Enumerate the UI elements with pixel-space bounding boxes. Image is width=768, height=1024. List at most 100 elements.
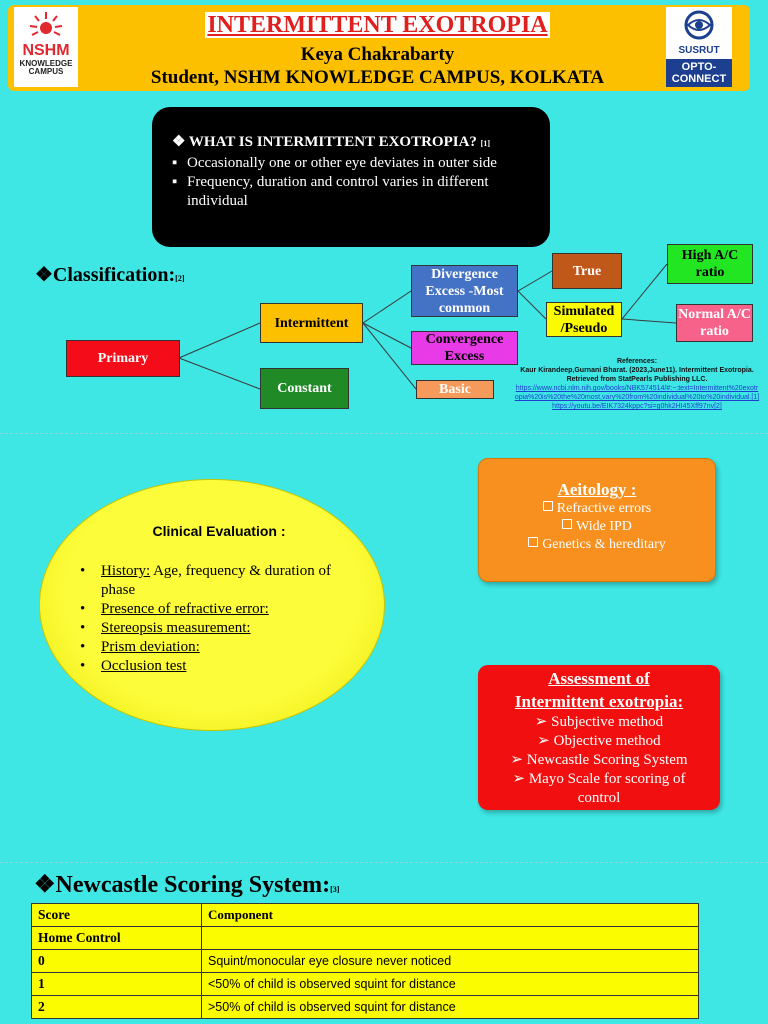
susrut-logo: SUSRUT OPTO- CONNECT xyxy=(666,7,732,87)
node-primary: Primary xyxy=(66,340,180,377)
clinical-item-label: Occlusion test xyxy=(101,658,187,674)
connector-intermittent-divergence xyxy=(362,290,412,324)
sun-icon xyxy=(29,12,63,36)
assessment-item-label: Subjective method xyxy=(551,714,664,730)
node-high-ac-label: High A/C ratio xyxy=(681,248,739,280)
what-is-heading: ❖ WHAT IS INTERMITTENT EXOTROPIA? [1] xyxy=(172,133,536,153)
arrow-icon: ➢ xyxy=(512,771,529,787)
aetiology-item-label: Wide IPD xyxy=(576,519,632,534)
clinical-item-label: Presence of refractive error: xyxy=(101,601,269,617)
assessment-item: ➢ Mayo Scale for scoring of control xyxy=(478,770,720,808)
table-row: 2 >50% of child is observed squint for d… xyxy=(31,995,699,1019)
node-high-ac-ratio: High A/C ratio xyxy=(667,244,753,284)
opto-line: OPTO- xyxy=(681,61,717,73)
node-simulated: Simulated /Pseudo xyxy=(546,302,622,337)
clinical-item: Stereopsis measurement: xyxy=(80,619,355,638)
checkbox-icon xyxy=(562,519,573,529)
clinical-item: Prism deviation: xyxy=(80,638,355,657)
clinical-item: History: Age, frequency & duration of ph… xyxy=(80,562,355,600)
table-header-cell: Score xyxy=(31,903,202,927)
node-divergence-label: Divergence Excess -Most common xyxy=(425,266,504,316)
connector-simulated-normal xyxy=(621,318,677,324)
reference-link-1[interactable]: https://www.ncbi.nlm.nih.gov/books/NBK57… xyxy=(514,385,760,401)
opto-connect-band: OPTO- CONNECT xyxy=(666,59,732,87)
clinical-evaluation-title: Clinical Evaluation : xyxy=(152,523,286,539)
table-header-cell: Component xyxy=(201,903,699,927)
node-true: True xyxy=(552,253,622,289)
references-citation: Kaur Kirandeep,Gurnani Bharat. (2023,Jun… xyxy=(520,367,754,383)
aetiology-title: Aeitology : xyxy=(557,480,637,499)
clinical-item-label: Stereopsis measurement: xyxy=(101,620,251,636)
arrow-icon: ➢ xyxy=(534,714,552,730)
page-title-text: INTERMITTENT EXOTROPIA xyxy=(205,12,550,38)
newcastle-title: ❖Newcastle Scoring System:[3] xyxy=(34,870,339,899)
what-is-heading-text: ❖ WHAT IS INTERMITTENT EXOTROPIA? xyxy=(172,134,477,150)
susrut-brand: SUSRUT xyxy=(678,45,720,56)
what-is-list: Occasionally one or other eye deviates i… xyxy=(172,154,536,211)
table-cell-score: Home Control xyxy=(31,926,202,950)
what-is-box: ❖ WHAT IS INTERMITTENT EXOTROPIA? [1] Oc… xyxy=(152,107,550,247)
classification-title: ❖Classification:[2] xyxy=(35,262,184,287)
what-is-ref: [1] xyxy=(480,139,490,148)
newcastle-ref: [3] xyxy=(330,885,340,894)
assessment-list: ➢ Subjective method ➢ Objective method ➢… xyxy=(478,713,720,808)
newcastle-title-text: ❖Newcastle Scoring System: xyxy=(34,872,331,898)
arrow-icon: ➢ xyxy=(537,733,554,749)
nshm-brand: NSHM xyxy=(22,42,70,59)
aetiology-item: Genetics & hereditary xyxy=(479,536,715,554)
node-constant-label: Constant xyxy=(277,381,332,396)
assessment-item: ➢ Newcastle Scoring System xyxy=(478,751,720,770)
connector-primary-intermittent xyxy=(178,322,261,359)
what-is-bullet: Occasionally one or other eye deviates i… xyxy=(172,154,536,173)
connector-intermittent-basic xyxy=(362,322,417,390)
assessment-box: Assessment of Intermittent exotropia: ➢ … xyxy=(478,665,720,810)
arrow-icon: ➢ xyxy=(510,752,527,768)
node-basic: Basic xyxy=(416,380,494,399)
node-simulated-label: Simulated /Pseudo xyxy=(553,303,615,336)
connector-divergence-true xyxy=(517,270,553,292)
reference-link-2[interactable]: https://youtu.be/EIK7324kppc?si=g0hk2HI4… xyxy=(552,403,722,410)
table-cell-score: 0 xyxy=(31,949,202,973)
clinical-item-detail: Age, frequency & duration of phase xyxy=(101,563,331,598)
clinical-item-label: Prism deviation: xyxy=(101,639,200,655)
connector-simulated-high xyxy=(621,263,668,320)
references-block: References: Kaur Kirandeep,Gurnani Bhara… xyxy=(514,357,760,411)
nshm-sub2: CAMPUS xyxy=(28,67,64,76)
clinical-item: Occlusion test xyxy=(80,657,355,676)
table-row: Home Control xyxy=(31,926,699,950)
assessment-item-label: Mayo Scale for scoring of control xyxy=(528,771,686,806)
node-basic-label: Basic xyxy=(439,382,471,397)
table-cell-component: >50% of child is observed squint for dis… xyxy=(201,995,699,1019)
node-convergence-label: Convergence Excess xyxy=(425,332,504,364)
author-name: Keya Chakrabarty xyxy=(300,44,455,65)
assessment-item: ➢ Subjective method xyxy=(478,713,720,732)
author-block: Keya Chakrabarty Student, NSHM KNOWLEDGE… xyxy=(100,43,655,89)
table-cell-score: 1 xyxy=(31,972,202,996)
connector-intermittent-convergence xyxy=(362,322,412,349)
aetiology-item-label: Genetics & hereditary xyxy=(542,537,666,552)
table-cell-score: 2 xyxy=(31,995,202,1019)
table-row: 0 Squint/monocular eye closure never not… xyxy=(31,949,699,973)
node-normal-ac-ratio: Normal A/C ratio xyxy=(676,304,753,342)
nshm-sub1: KNOWLEDGE xyxy=(19,59,73,68)
table-header-row: Score Component xyxy=(31,903,699,927)
connect-line: CONNECT xyxy=(671,73,727,85)
what-is-bullet: Frequency, duration and control varies i… xyxy=(172,173,536,211)
assessment-title-line2: Intermittent exotropia: xyxy=(514,692,684,711)
assessment-item-label: Objective method xyxy=(553,733,661,749)
assessment-item-label: Newcastle Scoring System xyxy=(526,752,688,768)
clinical-item-label: History: xyxy=(101,563,151,579)
node-intermittent: Intermittent xyxy=(260,303,363,343)
eye-icon xyxy=(684,10,714,40)
author-affiliation: Student, NSHM KNOWLEDGE CAMPUS, KOLKATA xyxy=(150,67,605,88)
assessment-title-line1: Assessment of xyxy=(548,669,650,688)
connector-divergence-simulated xyxy=(517,290,547,320)
aetiology-item: Refractive errors xyxy=(479,500,715,518)
clinical-evaluation-list: History: Age, frequency & duration of ph… xyxy=(80,562,355,676)
connector-primary-constant xyxy=(178,357,261,390)
aetiology-box: Aeitology : Refractive errors Wide IPD G… xyxy=(478,458,716,582)
section-divider xyxy=(0,862,768,863)
nshm-logo: NSHM KNOWLEDGE CAMPUS xyxy=(14,7,78,87)
node-convergence-excess: Convergence Excess xyxy=(411,331,518,365)
assessment-item: ➢ Objective method xyxy=(478,732,720,751)
